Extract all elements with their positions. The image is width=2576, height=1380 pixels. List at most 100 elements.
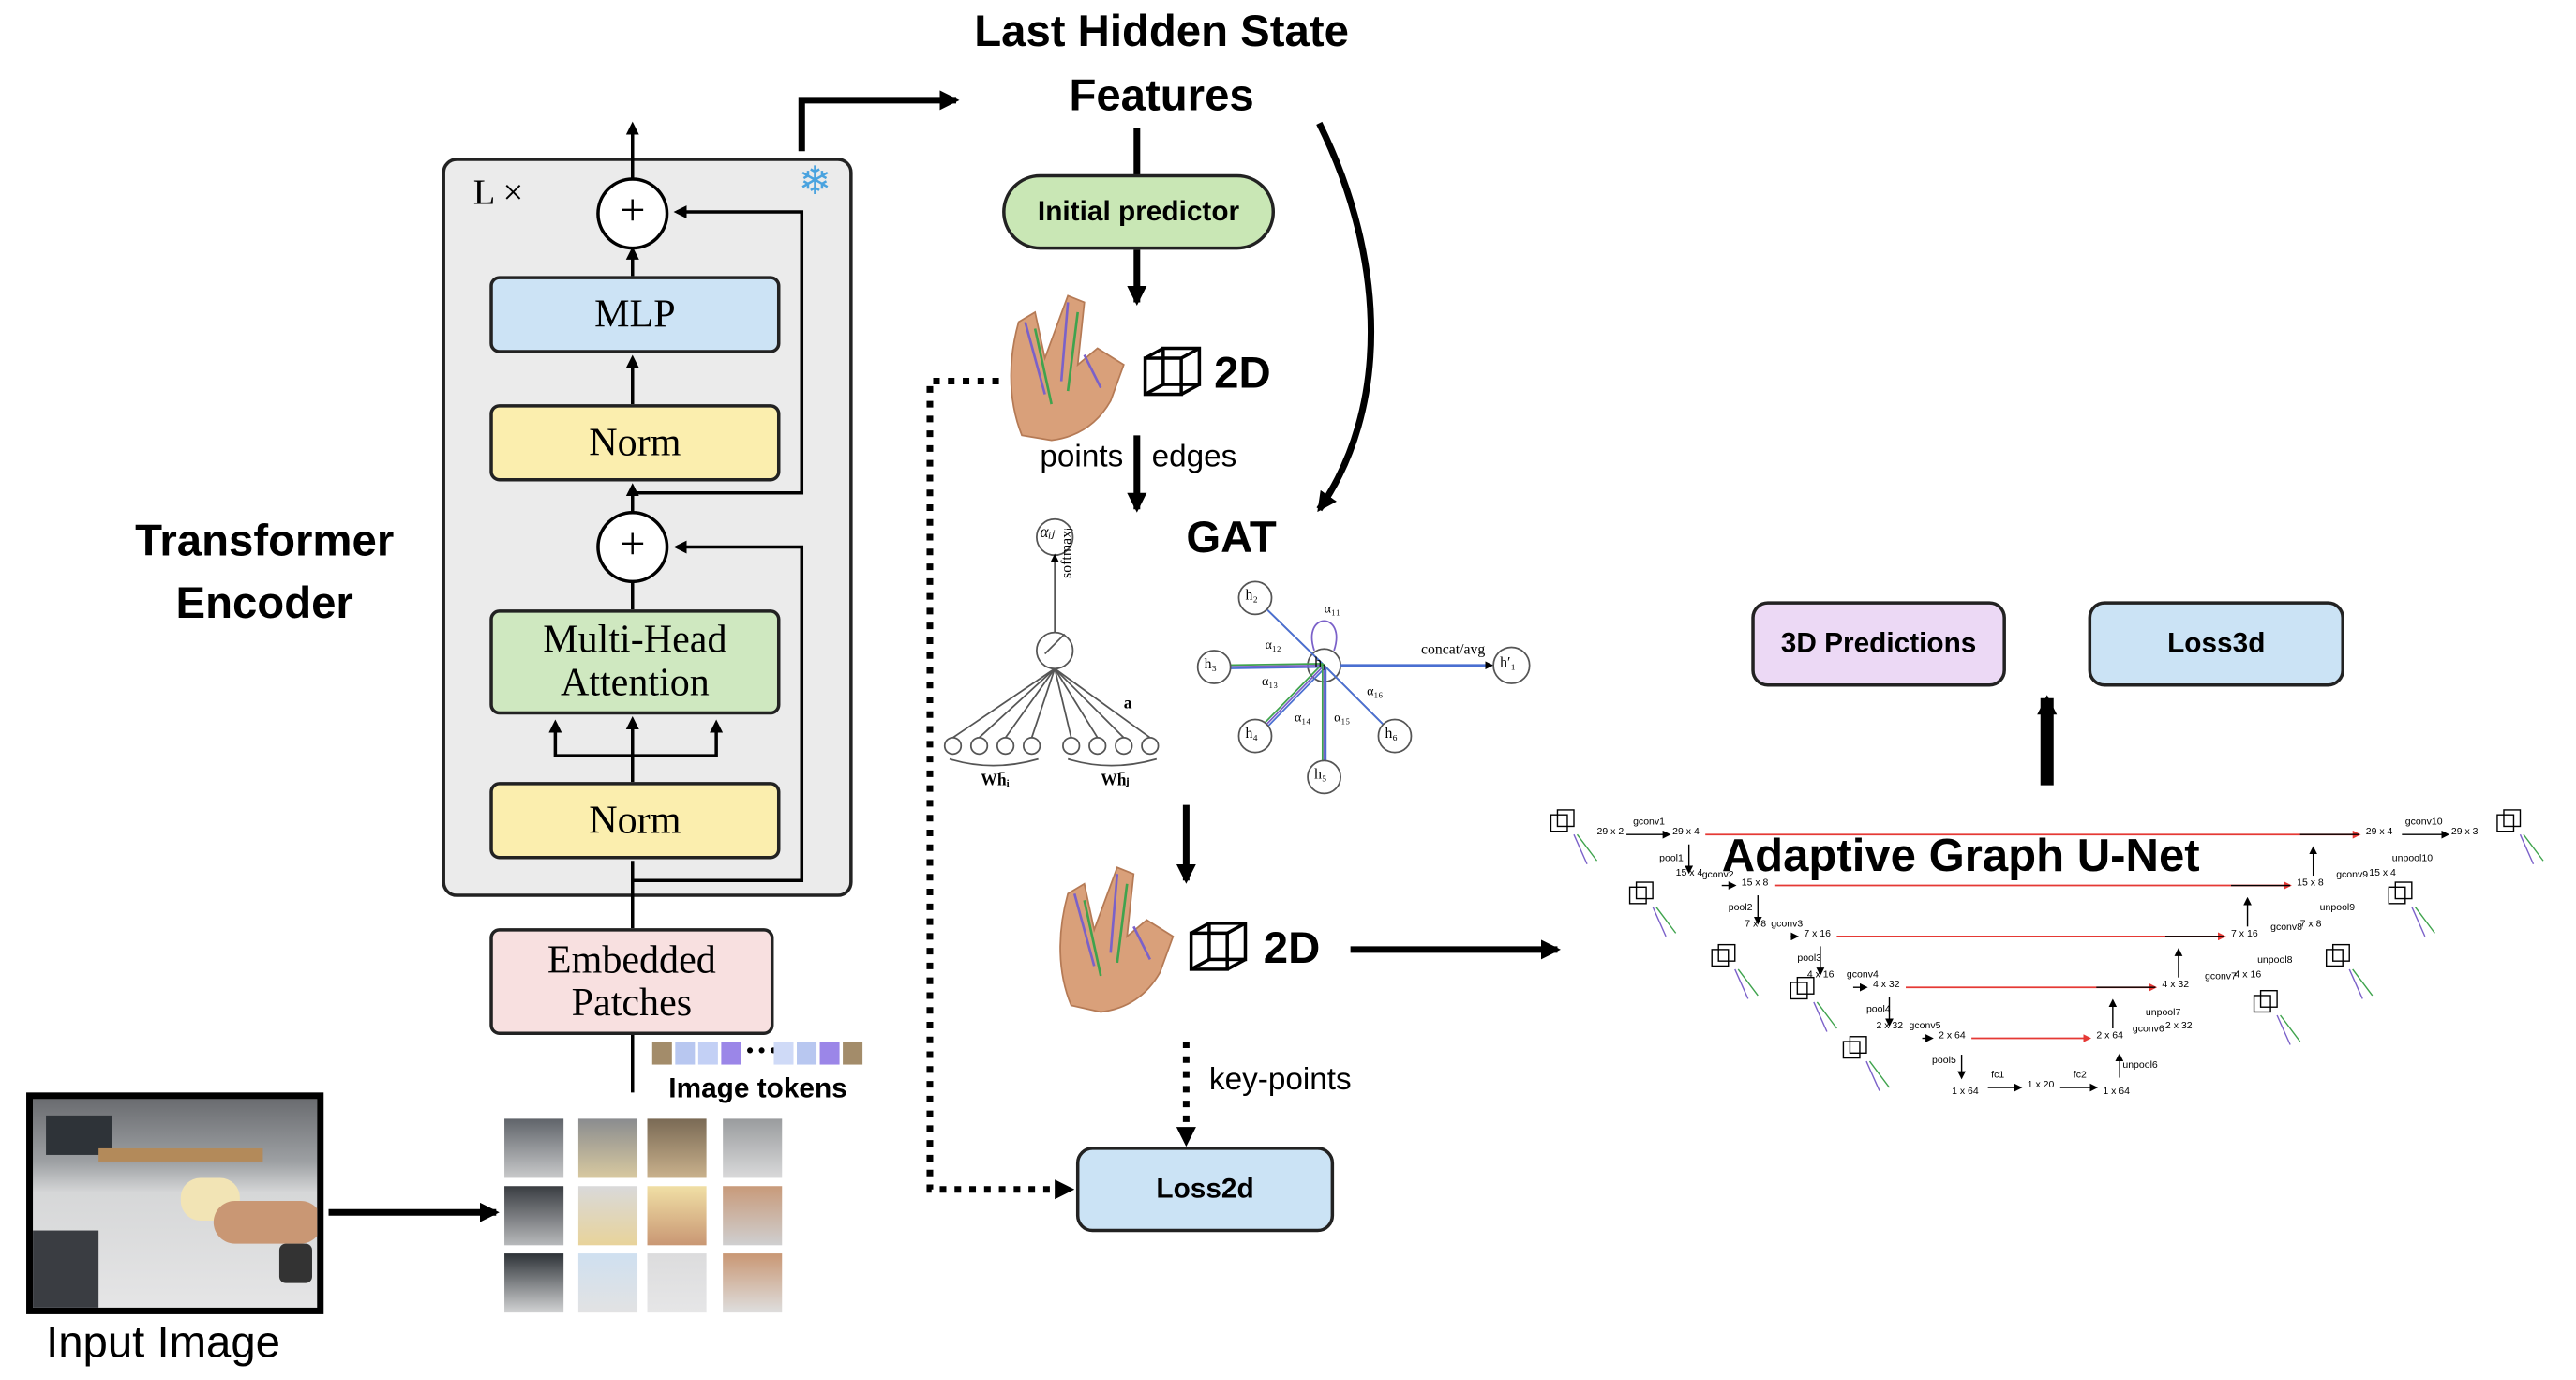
- layer-label: pool5: [1932, 1056, 1956, 1067]
- w-hj-label: Wh̄ⱼ: [1101, 772, 1130, 790]
- attention-edge: [978, 668, 1056, 739]
- shape-label: 1 x 20: [2027, 1081, 2055, 1091]
- attention-edge: [1054, 668, 1151, 739]
- pipeline-arrows: [1127, 121, 2058, 960]
- attention-edge: [1054, 668, 1072, 739]
- pred-3d-box: 3D Predictions: [1751, 601, 2006, 687]
- graph-node: [1196, 650, 1232, 684]
- last-hidden-title: Last Hidden State Features: [974, 7, 1349, 120]
- alpha-label: α₁₂: [1265, 637, 1281, 652]
- add-circle-bottom: [596, 510, 669, 584]
- label-2d-top: 2D: [1214, 348, 1271, 398]
- layer-label: gconv4: [1846, 970, 1879, 982]
- norm-top-box: Norm: [489, 404, 781, 482]
- layer-label: unpool8: [2257, 955, 2293, 967]
- graph-node: [1237, 580, 1273, 616]
- gat-label: GAT: [1186, 512, 1277, 562]
- token: [721, 1042, 741, 1065]
- mini-graph-icon: [1628, 881, 1677, 938]
- layer-label: pool4: [1865, 1005, 1891, 1015]
- layer-label: gconv3: [1771, 920, 1804, 930]
- layer-label: gconv8: [2270, 922, 2303, 934]
- add-symbol-top: +: [619, 186, 646, 237]
- alpha-label: α₁₃: [1261, 673, 1279, 689]
- shape-label: 29 x 4: [1672, 828, 1700, 838]
- a-vector-label: a: [1123, 695, 1132, 713]
- hand-icon-bottom: [1059, 866, 1175, 1013]
- multihead-edge: [1215, 666, 1326, 670]
- wh-i-brace: [949, 758, 1039, 767]
- shape-label: 15 x 4: [1675, 869, 1703, 879]
- attention-edge: [952, 668, 1056, 739]
- cube-icon-bottom: [1189, 922, 1248, 971]
- layer-label: unpool6: [2122, 1061, 2158, 1072]
- attention-edge: [1004, 668, 1056, 739]
- graph-node: [1377, 718, 1413, 754]
- points-label: points: [1040, 440, 1124, 475]
- mlp-box: MLP: [489, 276, 781, 353]
- mini-graph-icon: [1790, 976, 1837, 1032]
- multihead-edge: [1256, 598, 1326, 668]
- cube-icon-top: [1143, 346, 1202, 397]
- layer-label: gconv1: [1633, 818, 1666, 829]
- layer-label: pool2: [1728, 903, 1753, 914]
- encoder-flow: [548, 121, 804, 929]
- mini-graph-icon: [2496, 809, 2544, 865]
- loss3d-box: Loss3d: [2088, 601, 2344, 687]
- encoder-title: Transformer Encoder: [135, 516, 395, 628]
- shape-label: 4 x 16: [2234, 970, 2262, 982]
- patch-tile: [577, 1186, 638, 1246]
- layer-label: unpool9: [2319, 903, 2356, 914]
- attention-box: Multi-Head Attention: [489, 609, 781, 715]
- add-symbol-bottom: +: [619, 518, 646, 571]
- shape-label: 15 x 8: [1741, 878, 1769, 890]
- layer-label: gconv10: [2404, 818, 2443, 829]
- hand-shape: [213, 1201, 318, 1244]
- add-circle-top: [596, 177, 669, 250]
- attention-input-node: [969, 736, 989, 756]
- patch-grid: [504, 1118, 786, 1322]
- mug-shape: [278, 1243, 312, 1283]
- layer-label: gconv7: [2204, 972, 2237, 982]
- mini-graph-icon: [2253, 989, 2301, 1045]
- token: [675, 1042, 696, 1065]
- gat-attention-figure: [943, 518, 1160, 767]
- layer-label: gconv9: [2336, 870, 2369, 881]
- snowflake-icon: ❄: [798, 158, 832, 204]
- graph-node: [1307, 759, 1341, 795]
- shape-label: 7 x 8: [2299, 920, 2322, 930]
- shape-label: 1 x 64: [2103, 1088, 2130, 1098]
- repeat-label: L ×: [472, 171, 524, 213]
- attention-edge: [1054, 668, 1099, 739]
- graph-node-label: h₃: [1204, 655, 1218, 672]
- attention-edge: [1030, 668, 1056, 739]
- alpha-label: α₁₆: [1367, 682, 1384, 698]
- wh-j-brace: [1067, 758, 1158, 767]
- hidden-state-arrow: [798, 90, 960, 152]
- mini-graph-icon: [1550, 809, 1598, 865]
- label-2d-bottom: 2D: [1263, 922, 1321, 973]
- alpha-label: α₁₄: [1295, 710, 1311, 725]
- layer-label: pool3: [1797, 954, 1822, 965]
- shape-label: 2 x 32: [1876, 1021, 1904, 1032]
- token: [797, 1042, 817, 1065]
- token: [843, 1042, 863, 1065]
- token: [819, 1042, 840, 1065]
- shape-label: 2 x 32: [2164, 1021, 2193, 1032]
- layer-label: fc2: [2073, 1071, 2087, 1082]
- patch-tile: [647, 1118, 707, 1178]
- shape-label: 7 x 8: [1745, 920, 1767, 930]
- gat-multihead-figure: [1196, 580, 1531, 795]
- graph-node-label: h₂: [1245, 586, 1258, 604]
- token: [773, 1042, 794, 1065]
- patch-tile: [647, 1253, 707, 1313]
- unet-figure: [1550, 809, 2544, 1092]
- alpha-label: α₁₅: [1334, 710, 1351, 725]
- attention-edge: [1054, 668, 1125, 739]
- shape-label: 15 x 4: [2369, 869, 2396, 879]
- patch-tile: [723, 1186, 783, 1246]
- layer-label: pool1: [1659, 854, 1684, 864]
- token: [697, 1042, 718, 1065]
- mini-graph-icon: [2325, 943, 2374, 999]
